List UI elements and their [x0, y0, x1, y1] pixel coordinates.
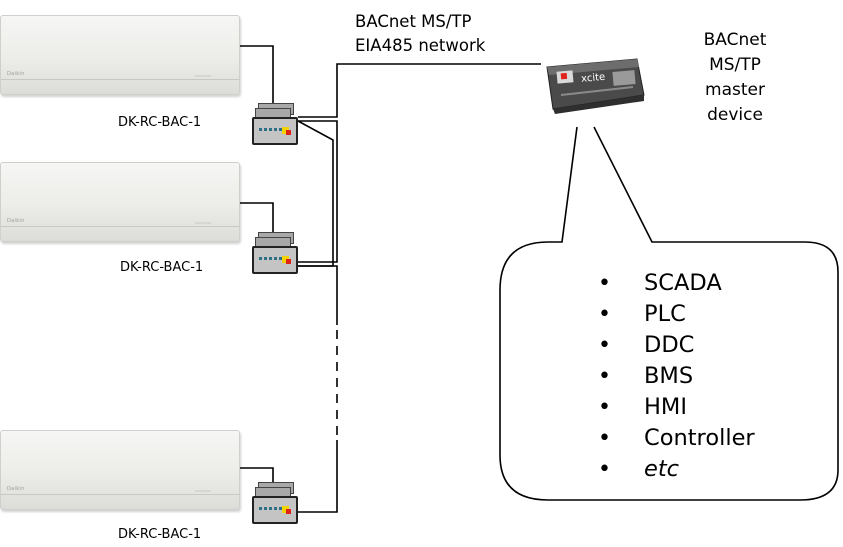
ac-unit-1: Daikin — [0, 15, 240, 95]
ac-gateway-wire-1 — [238, 45, 274, 113]
system-item-plc: PLC — [598, 299, 755, 330]
gateway-label: DK-RC-BAC-1 — [120, 260, 204, 275]
master-device-icon: xcite — [546, 58, 645, 114]
master-label-line2: MS/TP — [709, 55, 761, 75]
network-label: BACnet MS/TP EIA485 network — [355, 10, 485, 58]
ac-unit-2: Daikin — [0, 162, 240, 242]
master-label: BACnet MS/TP master device — [670, 28, 800, 128]
ac-unit-3: Daikin — [0, 430, 240, 510]
network-label-line1: BACnet MS/TP — [355, 12, 472, 31]
master-system-list: SCADA PLC DDC BMS HMI Controller etc — [598, 268, 755, 485]
bus-wire-gw1-gw2-a — [297, 120, 334, 267]
bus-wire-gw1-gw2-b — [298, 120, 338, 263]
system-item-hmi: HMI — [598, 392, 755, 423]
master-label-line3: master — [705, 80, 765, 100]
bus-wire-gw3 — [298, 440, 338, 513]
gateway-label: DK-RC-BAC-1 — [118, 115, 202, 130]
gateway-icon — [252, 232, 300, 274]
system-item-bms: BMS — [598, 361, 755, 392]
master-label-line4: device — [707, 105, 763, 125]
system-item-etc: etc — [598, 454, 755, 485]
bus-wire-to-master — [298, 63, 541, 118]
gateway-label: DK-RC-BAC-1 — [118, 527, 202, 542]
system-item-scada: SCADA — [598, 268, 755, 299]
bus-wire-gw2-down — [298, 265, 338, 325]
gateway-icon — [252, 103, 300, 145]
system-item-controller: Controller — [598, 423, 755, 454]
system-item-ddc: DDC — [598, 330, 755, 361]
master-label-line1: BACnet — [703, 30, 767, 50]
ac-gateway-wire-3 — [238, 467, 274, 487]
network-label-line2: EIA485 network — [355, 36, 486, 55]
ac-gateway-wire-2 — [238, 202, 274, 240]
master-device-text: xcite — [581, 72, 606, 85]
gateway-icon — [252, 482, 300, 524]
